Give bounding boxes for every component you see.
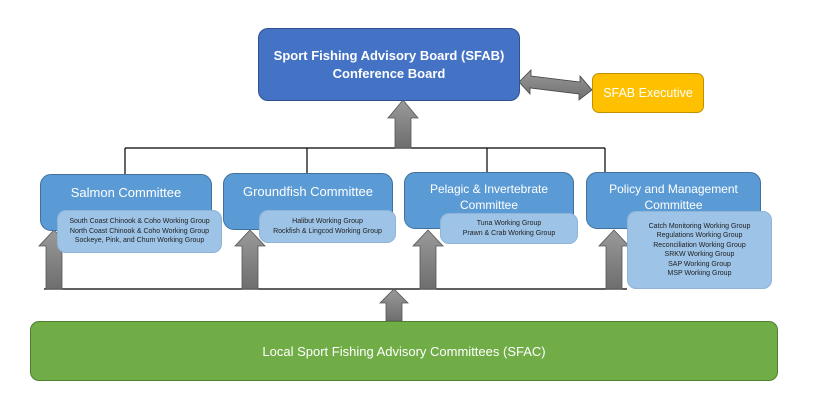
double-arrow-board-executive	[518, 69, 593, 101]
sfac-label: Local Sport Fishing Advisory Committees …	[262, 343, 546, 359]
board-title-line1: Sport Fishing Advisory Board (SFAB)	[273, 47, 505, 63]
up-arrow-to-board	[387, 99, 419, 149]
working-group-item: Reconciliation Working Group	[653, 241, 746, 249]
working-group-item: Prawn & Crab Working Group	[462, 229, 556, 237]
working-group-item: Rockfish & Lingcod Working Group	[273, 227, 382, 235]
up-arrow-policy	[598, 229, 630, 290]
working-group-item: Regulations Working Group	[656, 232, 743, 239]
working-group-item: North Coast Chinook & Coho Working Group	[69, 227, 210, 235]
committee-name-line2: Committee	[644, 198, 703, 212]
up-arrow-groundfish	[234, 229, 266, 290]
working-group-item: South Coast Chinook & Coho Working Group	[69, 218, 210, 226]
committee-name-line1: Pelagic & Invertebrate	[429, 182, 549, 196]
executive-label: SFAB Executive	[603, 86, 693, 100]
sfab-executive-box: SFAB Executive	[592, 73, 704, 113]
committee-name: Salmon Committee	[70, 185, 182, 200]
committee-name-line2: Committee	[459, 198, 518, 212]
committee-name-line1: Policy and Management	[609, 182, 738, 196]
pelagic-working-groups: Tuna Working Group Prawn & Crab Working …	[440, 213, 578, 244]
groundfish-working-groups: Halibut Working Group Rockfish & Lingcod…	[259, 210, 396, 243]
salmon-working-groups: South Coast Chinook & Coho Working Group…	[57, 210, 222, 253]
up-arrow-from-sfac	[379, 288, 409, 322]
sfab-conference-board: Sport Fishing Advisory Board (SFAB) Conf…	[258, 28, 520, 101]
committee-bus-line	[124, 147, 606, 174]
working-group-item: Sockeye, Pink, and Chum Working Group	[74, 237, 205, 245]
working-group-item: SRKW Working Group	[664, 251, 735, 258]
committee-name: Groundfish Committee	[242, 184, 374, 199]
up-arrow-pelagic	[412, 229, 444, 290]
policy-working-groups: Catch Monitoring Working Group Regulatio…	[627, 211, 772, 289]
working-group-item: Tuna Working Group	[476, 220, 542, 227]
board-title-line2: Conference Board	[332, 65, 446, 81]
working-group-item: SAP Working Group	[668, 260, 731, 268]
local-sfac-box: Local Sport Fishing Advisory Committees …	[30, 321, 778, 381]
working-group-item: MSP Working Group	[667, 270, 732, 277]
working-group-item: Catch Monitoring Working Group	[648, 222, 751, 230]
working-group-item: Halibut Working Group	[292, 218, 363, 225]
